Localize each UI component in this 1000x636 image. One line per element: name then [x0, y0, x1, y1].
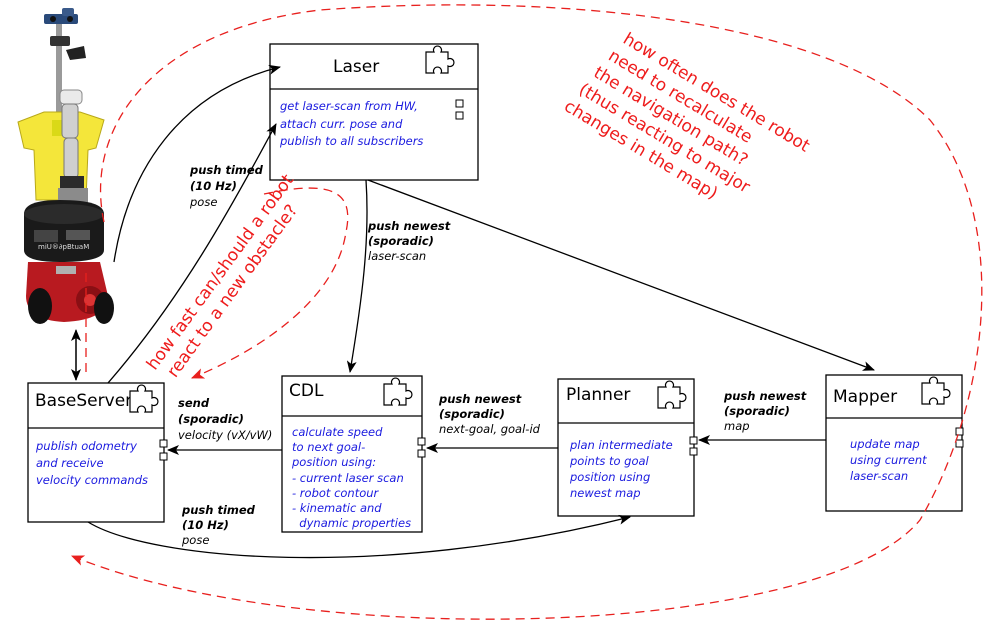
connection-mode: push newest [367, 219, 451, 233]
connection-rate: (sporadic) [439, 407, 505, 421]
baseserver-desc-line: velocity commands [36, 473, 148, 487]
cdl-desc-line: calculate speed [292, 425, 383, 439]
planner-title: Planner [566, 385, 630, 405]
port-icon [955, 427, 964, 436]
connection-mode: push timed [189, 163, 264, 177]
label-base-to-planner: push timed (10 Hz) pose [181, 503, 256, 547]
cdl-desc-line: - current laser scan [292, 471, 404, 485]
port-icon [455, 99, 464, 108]
planner-desc-line: points to goal [569, 454, 650, 468]
planner-desc-line: position using [569, 470, 650, 484]
dashed-outer-loop [70, 4, 983, 620]
port-icon [689, 436, 698, 445]
mapper-desc-line: laser-scan [850, 469, 908, 483]
connection-rate: (10 Hz) [182, 518, 229, 532]
arrow-robot-to-laser [113, 64, 281, 263]
label-base-to-laser: push timed (10 Hz) pose [189, 163, 264, 209]
connection-data: pose [181, 533, 209, 547]
cdl-component[interactable]: CDL calculate speed to next goal- positi… [281, 375, 426, 533]
laser-desc-line: publish to all subscribers [279, 134, 423, 148]
mapper-component[interactable]: Mapper update map using current laser-sc… [825, 374, 964, 512]
port-icon [955, 439, 964, 448]
connection-mode: push newest [438, 392, 522, 406]
connection-rate: (sporadic) [724, 404, 790, 418]
mapper-desc-line: update map [850, 437, 920, 451]
cdl-desc-line: - kinematic and [292, 501, 382, 515]
cdl-desc-line: - robot contour [292, 486, 380, 500]
connection-mode: send [178, 396, 210, 410]
baseserver-title: BaseServer [35, 391, 132, 411]
note-line: react to a new obstacle? [163, 201, 302, 381]
robot-image: miU®∂pBtuaM [17, 8, 114, 324]
connection-rate: (sporadic) [368, 234, 434, 248]
baseserver-desc-line: publish odometry [35, 439, 137, 453]
planner-desc-line: plan intermediate [569, 438, 673, 452]
cdl-desc-line: to next goal- [292, 440, 365, 454]
connection-data: pose [189, 195, 217, 209]
baseserver-desc-line: and receive [36, 456, 104, 470]
cdl-title: CDL [289, 381, 324, 401]
arrow-laser-to-mapper [367, 179, 875, 371]
connection-data: next-goal, goal-id [439, 422, 541, 436]
note-react-question: how fast can/should a robot react to a n… [143, 171, 302, 382]
connection-data: map [724, 419, 750, 433]
connection-mode: push timed [181, 503, 256, 517]
label-cdl-to-base: send (sporadic) velocity (vX/vW) [178, 396, 272, 442]
cdl-desc-line: position using: [291, 455, 376, 469]
dashed-inner-loop [190, 187, 349, 379]
planner-desc-line: newest map [570, 486, 641, 500]
connection-mode: push newest [723, 389, 807, 403]
arrow-laser-to-cdl [346, 179, 368, 373]
baseserver-component[interactable]: BaseServer publish odometry and receive … [27, 382, 168, 523]
connection-rate: (10 Hz) [190, 179, 237, 193]
port-icon [689, 447, 698, 456]
laser-component[interactable]: Laser get laser-scan from HW, attach cur… [269, 43, 479, 181]
label-laser-to-cdl: push newest (sporadic) laser-scan [367, 219, 451, 263]
note-recalc-question: how often does the robot need to recalcu… [560, 29, 813, 204]
label-planner-to-cdl: push newest (sporadic) next-goal, goal-i… [438, 392, 541, 436]
cdl-desc-line: dynamic properties [292, 516, 411, 530]
robot-brand-label: miU®∂pBtuaM [38, 243, 89, 251]
laser-title: Laser [333, 57, 379, 77]
mapper-title: Mapper [833, 387, 897, 407]
laser-desc-line: attach curr. pose and [280, 117, 403, 131]
label-mapper-to-planner: push newest (sporadic) map [723, 389, 807, 433]
port-icon [417, 449, 426, 458]
planner-component[interactable]: Planner plan intermediate points to goal… [557, 378, 698, 517]
mapper-desc-line: using current [850, 453, 927, 467]
port-icon [455, 111, 464, 120]
connection-data: velocity (vX/vW) [178, 428, 272, 442]
connection-data: laser-scan [368, 249, 426, 263]
port-icon [159, 439, 168, 448]
laser-desc-line: get laser-scan from HW, [280, 99, 418, 113]
arrow-base-to-planner [87, 514, 631, 559]
arrow-base-to-laser [107, 123, 277, 384]
port-icon [159, 452, 168, 461]
note-line: how fast can/should a robot [143, 171, 298, 374]
port-icon [417, 437, 426, 446]
connection-rate: (sporadic) [178, 412, 244, 426]
